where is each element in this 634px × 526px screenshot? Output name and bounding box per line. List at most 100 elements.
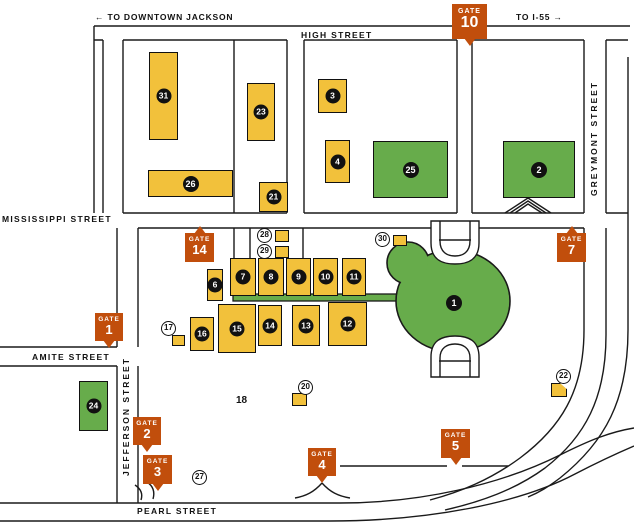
gate4-drive-lines — [294, 482, 351, 499]
building-13[interactable]: 13 — [292, 305, 320, 346]
building-12[interactable]: 12 — [328, 302, 367, 346]
building-21[interactable]: 21 — [259, 182, 288, 212]
building-number-badge: 25 — [402, 161, 419, 178]
jefferson-street-road — [116, 228, 139, 503]
building-number-badge: 6 — [207, 277, 223, 293]
gate-word: GATE — [146, 458, 169, 465]
marker-square-20[interactable] — [292, 393, 307, 406]
direction-label-downtown: ← TO DOWNTOWN JACKSON — [95, 12, 234, 22]
gate-number: 10 — [460, 14, 479, 31]
building-number-badge: 4 — [330, 154, 345, 169]
marker-square-22[interactable] — [551, 383, 567, 397]
gate-word: GATE — [98, 316, 120, 323]
street-label-pearl: PEARL STREET — [137, 506, 218, 516]
pearl-street-road — [0, 427, 634, 522]
gate-word: GATE — [188, 236, 211, 243]
gate-number: 3 — [153, 464, 162, 479]
building-4[interactable]: 4 — [325, 140, 350, 183]
building-number-badge: 12 — [340, 316, 355, 332]
building-number-badge: 15 — [229, 321, 245, 336]
marker-22[interactable]: 22 — [556, 369, 571, 384]
left-arrow-icon: ← — [95, 12, 105, 22]
marker-29[interactable]: 29 — [257, 244, 272, 259]
building-31[interactable]: 31 — [149, 52, 178, 140]
building-number-badge: 16 — [194, 326, 210, 342]
building-2[interactable]: 2 — [503, 141, 575, 198]
coliseum-south-arch — [430, 335, 480, 378]
gate-word: GATE — [311, 451, 333, 458]
building-8[interactable]: 8 — [258, 258, 284, 296]
gate-number: 14 — [192, 242, 207, 257]
building-number-badge: 11 — [346, 269, 362, 285]
building-number-badge: 14 — [262, 318, 278, 333]
building-14[interactable]: 14 — [258, 305, 282, 346]
marker-square-30[interactable] — [393, 235, 407, 246]
building-25[interactable]: 25 — [373, 141, 448, 198]
interchange-ramps — [429, 228, 629, 511]
gate-word: GATE — [458, 8, 481, 15]
building-7[interactable]: 7 — [230, 258, 256, 296]
building-number-badge: 13 — [298, 318, 314, 333]
street-label-greymont: GREYMONT STREET — [589, 80, 599, 196]
building-16[interactable]: 16 — [190, 317, 214, 351]
marker-27[interactable]: 27 — [192, 470, 207, 485]
mississippi-street-road — [123, 212, 628, 229]
coliseum-number-badge: 1 — [446, 295, 462, 311]
right-arrow-icon: → — [553, 12, 563, 22]
gate-number: 7 — [567, 242, 576, 257]
high-street-road — [94, 25, 630, 41]
marker-square-28[interactable] — [275, 230, 289, 242]
gate-number: 1 — [105, 322, 113, 337]
gate-number: 2 — [143, 426, 151, 441]
building2-chevron-ramp — [504, 197, 552, 214]
marker-square-17[interactable] — [172, 335, 185, 346]
building-11[interactable]: 11 — [342, 258, 366, 296]
building-number-badge: 3 — [325, 88, 340, 104]
building-number-badge: 21 — [266, 189, 281, 205]
building-number-badge: 8 — [263, 269, 279, 285]
gate-word: GATE — [560, 236, 583, 243]
street-label-jefferson: JEFFERSON STREET — [121, 357, 131, 476]
street-label-high: HIGH STREET — [301, 30, 373, 40]
marker-28[interactable]: 28 — [257, 228, 272, 243]
street-label-amite: AMITE STREET — [32, 352, 110, 362]
building-24[interactable]: 24 — [79, 381, 108, 431]
marker-20[interactable]: 20 — [298, 380, 313, 395]
marker-17[interactable]: 17 — [161, 321, 176, 336]
coliseum-north-arch — [430, 220, 480, 265]
building-number-badge: 23 — [253, 104, 269, 120]
north-block-roads — [93, 26, 473, 213]
amite-street-road — [0, 346, 117, 367]
building-3[interactable]: 3 — [318, 79, 347, 113]
building-15[interactable]: 15 — [218, 304, 256, 353]
gate-number: 4 — [318, 457, 326, 472]
marker-square-29[interactable] — [275, 246, 289, 258]
building-6[interactable]: 6 — [207, 269, 223, 301]
building-number-badge: 31 — [156, 88, 171, 104]
building-26[interactable]: 26 — [148, 170, 233, 197]
building-number-badge: 26 — [182, 175, 199, 192]
building-23[interactable]: 23 — [247, 83, 275, 141]
building-number-badge: 10 — [318, 269, 333, 285]
marker-30[interactable]: 30 — [375, 232, 390, 247]
marker-18[interactable]: 18 — [236, 395, 248, 406]
direction-label-i55: TO I-55 → — [516, 12, 563, 22]
street-label-mississippi: MISSISSIPPI STREET — [2, 214, 112, 224]
gate-number: 5 — [451, 438, 460, 453]
building-9[interactable]: 9 — [286, 258, 311, 296]
building-number-badge: 9 — [291, 269, 306, 285]
building-number-badge: 2 — [531, 161, 547, 178]
building-10[interactable]: 10 — [313, 258, 338, 296]
building-number-badge: 24 — [86, 398, 101, 414]
gate-word: GATE — [136, 420, 158, 427]
building-number-badge: 7 — [235, 269, 251, 285]
